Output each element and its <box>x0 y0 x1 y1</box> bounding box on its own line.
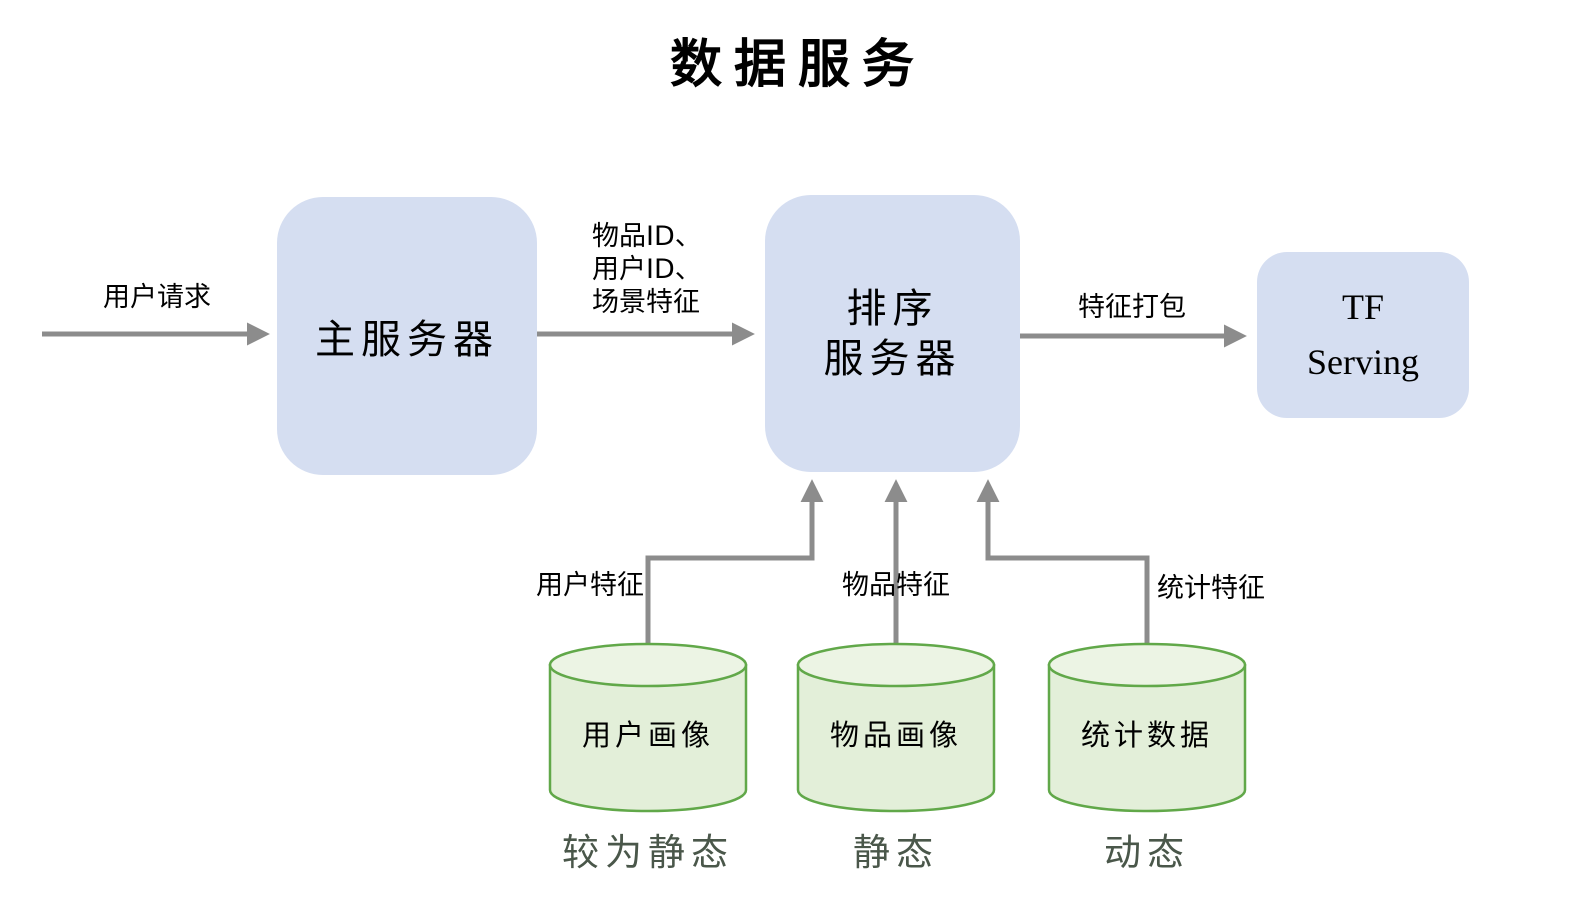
database-cylinder-user <box>548 642 748 813</box>
edge-label-stat-features: 统计特征 <box>1157 573 1265 604</box>
database-caption-static: 静态 <box>853 831 939 874</box>
tf-serving-label-line2: Serving <box>1307 342 1419 382</box>
database-cylinder-item <box>796 642 996 813</box>
edge-label-ids-line3: 场景特征 <box>592 287 700 318</box>
arrow-user-features <box>645 479 824 652</box>
edge-label-user-request: 用户请求 <box>103 282 211 313</box>
edge-label-ids-line1: 物品ID、 <box>592 221 702 252</box>
edge-label-user-features: 用户特征 <box>536 570 644 601</box>
edge-label-item-features: 物品特征 <box>842 570 950 601</box>
arrow-stat-features <box>976 479 1150 652</box>
database-caption-dynamic: 动态 <box>1104 831 1190 874</box>
node-tf-serving: TF Serving <box>1257 252 1469 418</box>
edge-label-ids-features: 物品ID、 用户ID、 场景特征 <box>592 220 762 319</box>
page-title: 数据服务 <box>669 35 926 95</box>
rank-server-label-line2: 服务器 <box>823 335 962 382</box>
main-server-label: 主服务器 <box>315 317 499 363</box>
database-cylinder-stat <box>1047 642 1247 813</box>
flow-arrows <box>42 322 1247 348</box>
database-label-item-profile: 物品画像 <box>829 718 962 752</box>
database-label-user-profile: 用户画像 <box>581 718 714 752</box>
db-connectors <box>645 479 1150 652</box>
tf-serving-label-line1: TF <box>1341 287 1384 327</box>
edge-label-ids-line2: 用户ID、 <box>592 254 702 285</box>
node-rank-server: 排序 服务器 <box>765 195 1020 472</box>
database-caption-mostly-static: 较为静态 <box>562 831 734 874</box>
edge-label-feature-pack: 特征打包 <box>1078 292 1186 323</box>
database-label-stat-data: 统计数据 <box>1080 718 1213 752</box>
rank-server-label-line1: 排序 <box>846 285 939 332</box>
database-cylinders <box>548 642 1247 813</box>
node-main-server: 主服务器 <box>277 197 537 475</box>
